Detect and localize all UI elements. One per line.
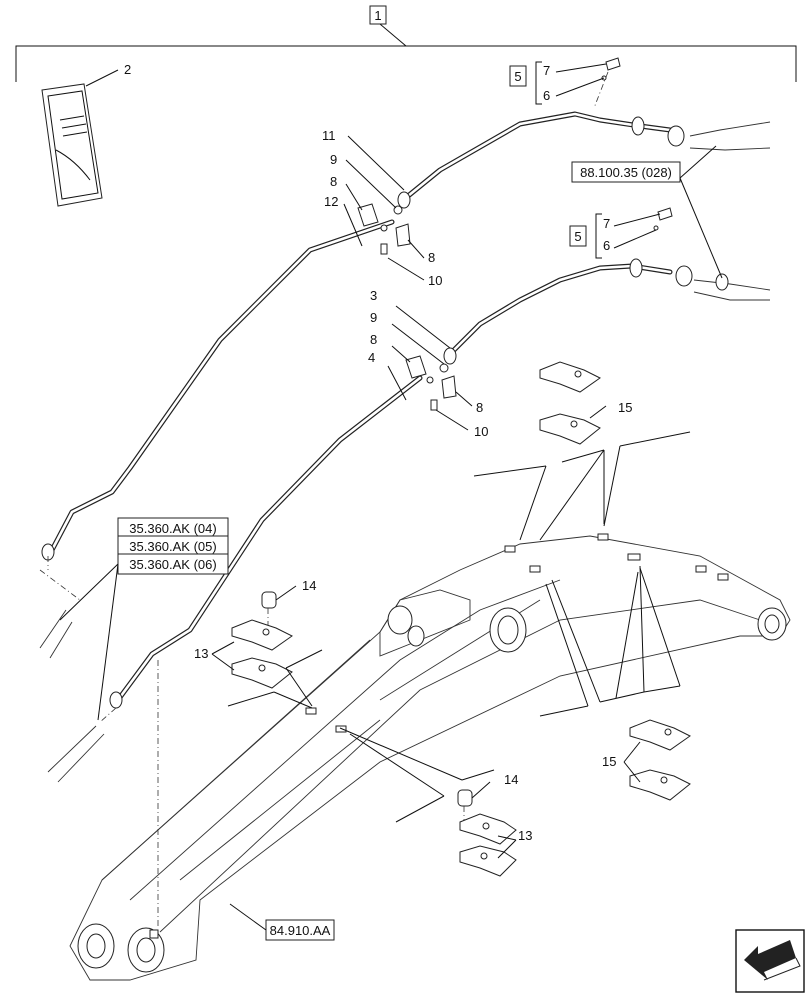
callout-14b: 14 [504, 772, 518, 787]
callout-13b: 13 [518, 828, 532, 843]
callout-8c: 8 [370, 332, 377, 347]
clamp-set-13-upper: 14 13 [194, 578, 323, 709]
lower-hose-assembly: 3 9 8 4 8 10 5 7 6 [109, 207, 771, 709]
manual-document: 2 [41, 62, 131, 207]
callout-6b: 6 [603, 238, 610, 253]
callout-8b: 8 [428, 250, 435, 265]
callout-7a: 7 [543, 63, 550, 78]
callout-12: 12 [324, 194, 338, 209]
boom-structure [69, 533, 791, 981]
callout-13a: 13 [194, 646, 208, 661]
svg-text:84.910.AA: 84.910.AA [270, 923, 331, 938]
reference-88-100-35: 88.100.35 (028) [571, 145, 723, 279]
callout-8a: 8 [330, 174, 337, 189]
callout-10a: 10 [428, 273, 442, 288]
navigation-arrow-icon[interactable] [735, 929, 805, 993]
ref-35-360-06: 35.360.AK (06) [129, 557, 216, 572]
callout-8d: 8 [476, 400, 483, 415]
callout-9b: 9 [370, 310, 377, 325]
callout-14a: 14 [302, 578, 316, 593]
callout-15a: 15 [618, 400, 632, 415]
callout-2: 2 [124, 62, 131, 77]
callout-5a: 5 [514, 69, 521, 84]
clamp-set-15-lower: 15 [539, 565, 691, 801]
callout-6a: 6 [543, 88, 550, 103]
clamp-set-13-lower: 14 13 [339, 727, 532, 877]
callout-9a: 9 [330, 152, 337, 167]
reference-84-910: 84.910.AA [229, 903, 335, 941]
assembly-bracket: 1 [15, 5, 797, 82]
callout-1: 1 [374, 8, 381, 23]
upper-hose-assembly: 11 9 8 12 8 10 5 7 6 [41, 57, 771, 561]
svg-text:88.100.35 (028): 88.100.35 (028) [580, 165, 672, 180]
callout-15b: 15 [602, 754, 616, 769]
callout-7b: 7 [603, 216, 610, 231]
callout-3: 3 [370, 288, 377, 303]
ref-35-360-04: 35.360.AK (04) [129, 521, 216, 536]
callout-10b: 10 [474, 424, 488, 439]
reference-35-360-group: 35.360.AK (04) 35.360.AK (05) 35.360.AK … [39, 517, 229, 928]
callout-11: 11 [322, 128, 336, 143]
clamp-set-15-upper: 15 [473, 361, 691, 541]
ref-35-360-05: 35.360.AK (05) [129, 539, 216, 554]
callout-4: 4 [368, 350, 375, 365]
callout-5b: 5 [574, 229, 581, 244]
